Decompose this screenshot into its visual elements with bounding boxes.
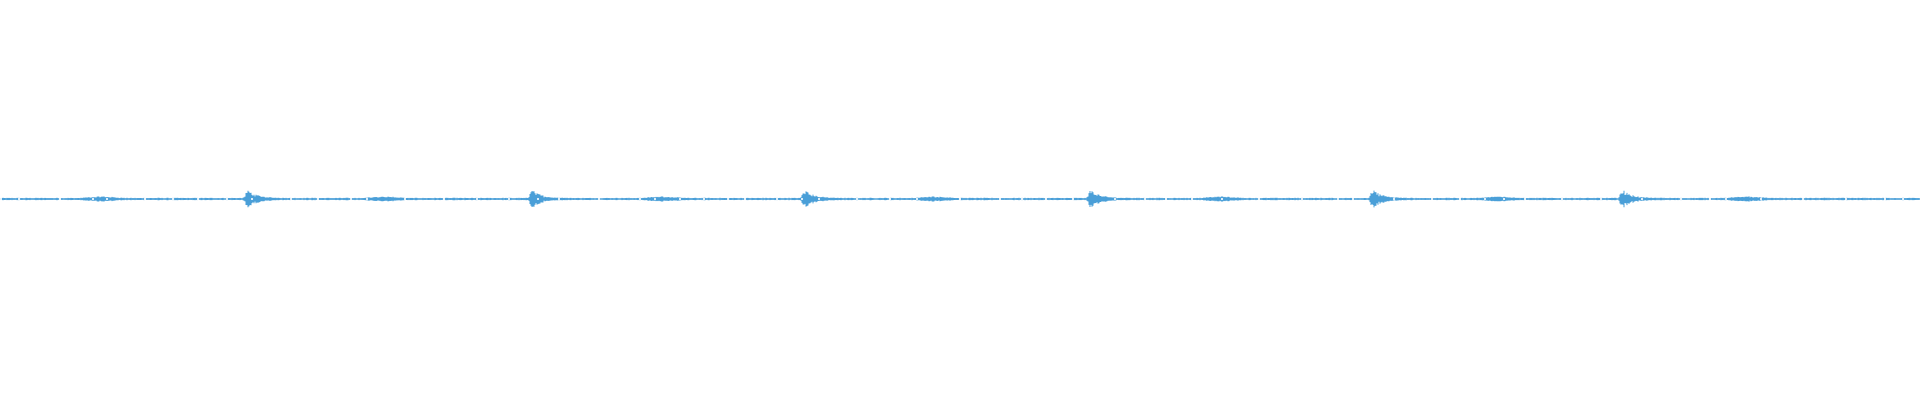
- waveform-gap: [144, 198, 146, 200]
- waveform-gap: [290, 198, 292, 200]
- waveform-gap: [744, 198, 746, 200]
- waveform-gap: [558, 198, 560, 200]
- waveform-gap: [1459, 198, 1461, 200]
- waveform-gap: [366, 198, 368, 200]
- waveform-gap: [1072, 198, 1074, 200]
- waveform-gap: [59, 198, 61, 200]
- waveform-gap: [508, 198, 510, 200]
- waveform-gap: [1760, 198, 1762, 200]
- waveform-gap: [1561, 198, 1563, 200]
- waveform-gap: [1524, 198, 1526, 200]
- waveform-gap: [703, 198, 705, 200]
- waveform-gap: [350, 198, 352, 200]
- waveform-gap: [537, 198, 539, 200]
- waveform-gap: [0, 198, 2, 200]
- waveform-gap: [443, 198, 445, 200]
- waveform-gap: [1484, 198, 1486, 200]
- waveform-gap: [1301, 198, 1303, 200]
- waveform-gap: [317, 198, 319, 200]
- waveform-gap: [818, 198, 820, 200]
- waveform-gap: [1600, 198, 1602, 200]
- waveform-gap: [1641, 198, 1643, 200]
- waveform-gap: [1258, 198, 1260, 200]
- waveform-gap: [1393, 198, 1395, 200]
- waveform-gap: [1165, 198, 1167, 200]
- waveform-gap: [1884, 198, 1886, 200]
- waveform-gap: [1114, 198, 1116, 200]
- waveform-gap: [1845, 198, 1847, 200]
- waveform-gap: [1680, 198, 1682, 200]
- waveform-gap: [1144, 198, 1146, 200]
- waveform-gap: [226, 198, 228, 200]
- waveform-gap: [776, 198, 778, 200]
- waveform-gap: [106, 198, 108, 200]
- waveform-gap: [1045, 198, 1047, 200]
- waveform-gap: [1221, 198, 1223, 200]
- waveform-gap: [18, 198, 20, 200]
- waveform-gap: [654, 198, 656, 200]
- waveform-gap: [172, 198, 174, 200]
- waveform-gap: [916, 198, 918, 200]
- waveform-gap: [999, 198, 1001, 200]
- waveform-gap: [1337, 198, 1339, 200]
- waveform-gap: [959, 198, 961, 200]
- waveform-gap: [476, 198, 478, 200]
- waveform-gap: [1021, 198, 1023, 200]
- waveform-gap: [679, 198, 681, 200]
- waveform-gap: [251, 198, 253, 200]
- waveform-gap: [197, 198, 199, 200]
- waveform-gap: [92, 198, 94, 200]
- waveform-gap: [856, 198, 858, 200]
- waveform-gap: [1725, 198, 1727, 200]
- waveform-gap: [1709, 198, 1711, 200]
- waveform-gap: [1352, 198, 1354, 200]
- waveform-gap: [598, 198, 600, 200]
- waveform-gap: [1191, 198, 1193, 200]
- waveform-gap: [801, 198, 803, 200]
- waveform-gap: [1902, 198, 1904, 200]
- waveform-gap: [889, 198, 891, 200]
- waveform-gap: [1431, 198, 1433, 200]
- waveform-gap: [639, 198, 641, 200]
- waveform-gap: [1503, 198, 1505, 200]
- waveform-gap: [727, 198, 729, 200]
- waveform-gap: [404, 198, 406, 200]
- waveform-gap: [1802, 198, 1804, 200]
